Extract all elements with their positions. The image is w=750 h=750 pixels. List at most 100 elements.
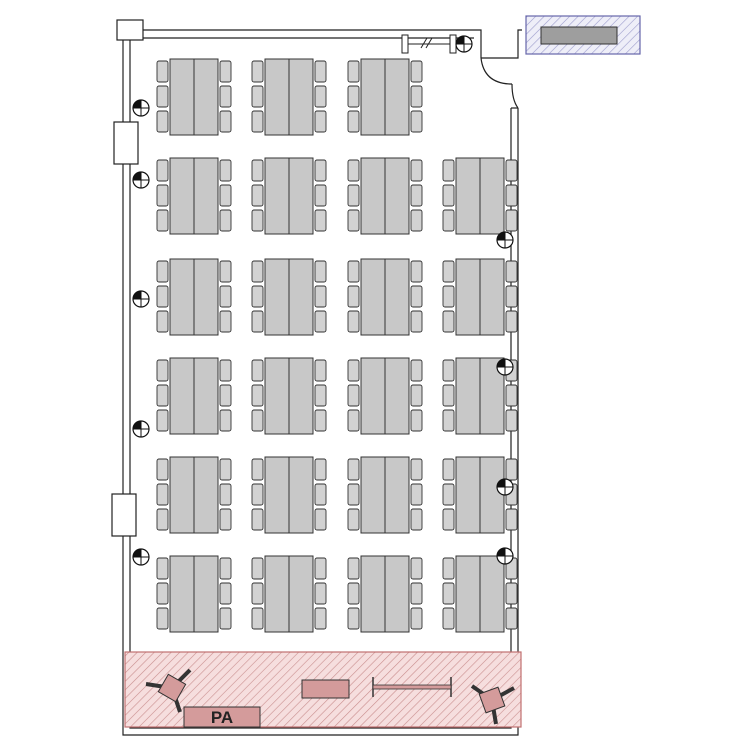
- stage-area: PA: [124, 651, 522, 728]
- chair: [505, 508, 518, 531]
- chair: [314, 110, 327, 133]
- chair: [347, 184, 360, 207]
- table-block: [442, 258, 518, 336]
- chair: [442, 508, 455, 531]
- chair: [314, 582, 327, 605]
- chair: [410, 582, 423, 605]
- chair: [314, 607, 327, 630]
- chair: [442, 409, 455, 432]
- chair: [156, 310, 169, 333]
- chair: [314, 159, 327, 182]
- chair: [505, 310, 518, 333]
- chair: [251, 458, 264, 481]
- chair: [410, 508, 423, 531]
- chair: [347, 384, 360, 407]
- power-outlet-icon: [132, 99, 150, 117]
- chair: [251, 159, 264, 182]
- chair: [347, 285, 360, 308]
- stage-bar: [372, 677, 452, 697]
- chair: [314, 483, 327, 506]
- chair: [442, 359, 455, 382]
- chair: [156, 582, 169, 605]
- chair: [410, 458, 423, 481]
- chair: [410, 409, 423, 432]
- chair: [442, 483, 455, 506]
- chair: [410, 60, 423, 83]
- chair: [410, 359, 423, 382]
- chair: [314, 85, 327, 108]
- chair: [410, 310, 423, 333]
- chair: [442, 384, 455, 407]
- speaker-right: [470, 684, 515, 725]
- chair: [347, 310, 360, 333]
- pa-box: [183, 706, 261, 728]
- chair: [314, 458, 327, 481]
- pa-label: PA: [211, 708, 233, 727]
- chair: [156, 557, 169, 580]
- entry-door: [480, 57, 519, 109]
- chair: [219, 607, 232, 630]
- chair: [505, 607, 518, 630]
- chair: [314, 557, 327, 580]
- chair: [347, 60, 360, 83]
- chair: [347, 557, 360, 580]
- chair: [442, 159, 455, 182]
- power-outlet-icon: [496, 358, 514, 376]
- chair: [251, 557, 264, 580]
- table-block: [442, 555, 518, 633]
- chair: [410, 209, 423, 232]
- table-block: [156, 58, 232, 136]
- chair: [410, 285, 423, 308]
- chair: [442, 184, 455, 207]
- chair: [314, 260, 327, 283]
- chair: [156, 483, 169, 506]
- chair: [314, 508, 327, 531]
- chair: [410, 260, 423, 283]
- chair: [251, 483, 264, 506]
- chair: [251, 359, 264, 382]
- power-outlet-icon: [132, 171, 150, 189]
- table-block: [156, 555, 232, 633]
- chair: [156, 110, 169, 133]
- chair: [219, 458, 232, 481]
- chair: [347, 260, 360, 283]
- power-outlet-icon: [496, 547, 514, 565]
- chair: [219, 384, 232, 407]
- chair: [219, 557, 232, 580]
- chair: [347, 110, 360, 133]
- wall-pillar: [111, 493, 137, 537]
- chair: [219, 85, 232, 108]
- chair: [314, 285, 327, 308]
- table-block: [442, 157, 518, 235]
- chair: [156, 184, 169, 207]
- corner-column: [116, 19, 144, 41]
- power-outlet-icon: [496, 231, 514, 249]
- chair: [347, 85, 360, 108]
- chair: [505, 285, 518, 308]
- chair: [219, 260, 232, 283]
- chair: [156, 60, 169, 83]
- chair: [156, 384, 169, 407]
- chair: [314, 310, 327, 333]
- chair: [251, 260, 264, 283]
- chair: [314, 184, 327, 207]
- chair: [505, 184, 518, 207]
- chair: [219, 209, 232, 232]
- chair: [347, 359, 360, 382]
- chair: [314, 384, 327, 407]
- chair: [251, 85, 264, 108]
- chair: [156, 209, 169, 232]
- chair: [314, 409, 327, 432]
- chair: [219, 184, 232, 207]
- chair: [219, 359, 232, 382]
- chair: [219, 483, 232, 506]
- table-block: [251, 555, 327, 633]
- chair: [347, 209, 360, 232]
- storage-unit: [525, 15, 641, 55]
- chair: [156, 458, 169, 481]
- chair: [314, 60, 327, 83]
- chair: [442, 557, 455, 580]
- chair: [156, 359, 169, 382]
- chair: [314, 359, 327, 382]
